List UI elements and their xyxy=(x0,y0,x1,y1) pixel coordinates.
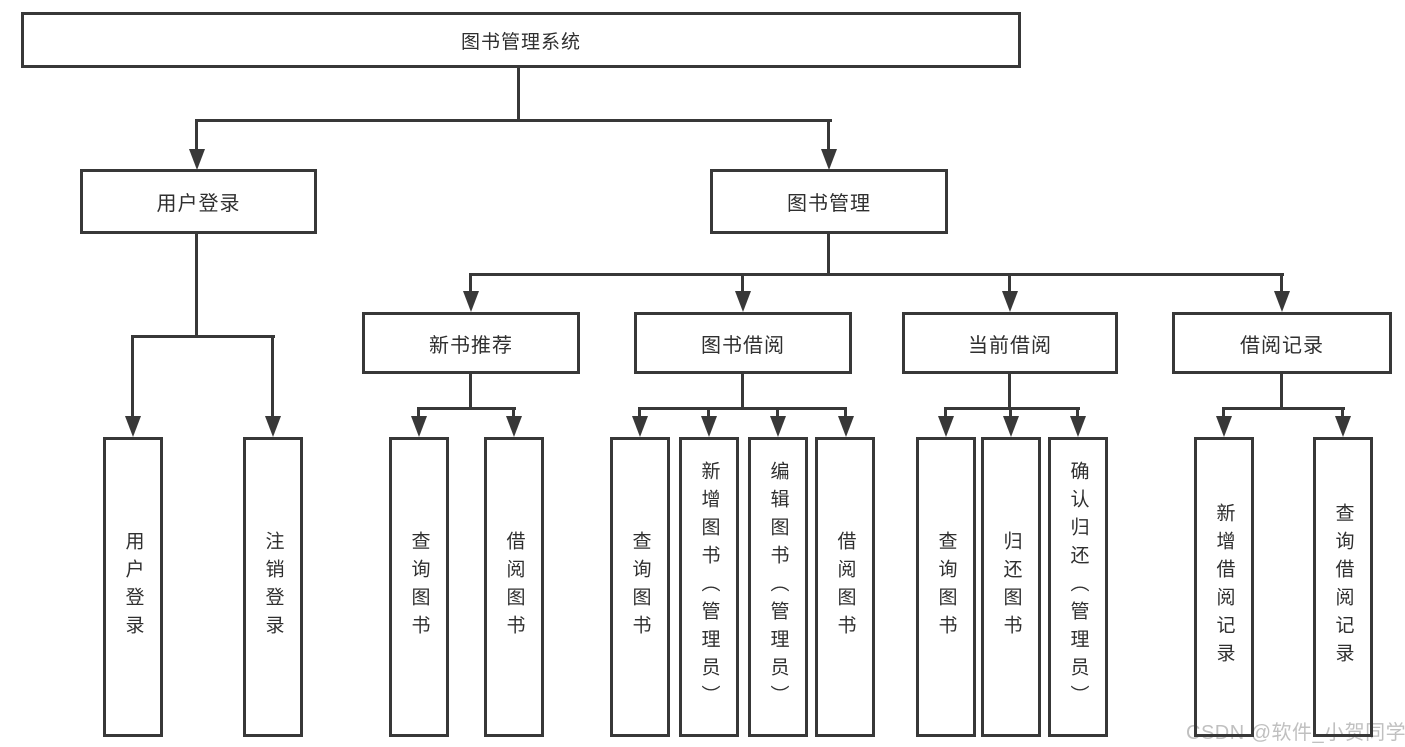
arrow-down-icon xyxy=(1002,291,1018,312)
leaf-label: 用户登录 xyxy=(122,531,144,643)
leaf-logout-login: 注销登录 xyxy=(243,437,303,737)
leaf-label: 查询图书 xyxy=(408,531,430,643)
leaf-confirm-return-admin: 确认归还（管理员） xyxy=(1048,437,1108,737)
leaf-query-books-recommend: 查询图书 xyxy=(389,437,449,737)
connector-line xyxy=(638,407,641,418)
connector-line xyxy=(1222,407,1225,418)
node-label: 图书管理系统 xyxy=(460,31,581,53)
node-label: 当前借阅 xyxy=(968,334,1052,357)
connector-line xyxy=(469,273,472,295)
leaf-label: 借阅图书 xyxy=(503,531,525,643)
arrow-down-icon xyxy=(821,149,837,170)
leaf-query-borrow-record: 查询借阅记录 xyxy=(1313,437,1373,737)
node-label: 图书借阅 xyxy=(701,334,785,357)
node-label: 用户登录 xyxy=(156,193,241,215)
arrow-down-icon xyxy=(938,416,954,437)
node-new-book-recommendation: 新书推荐 xyxy=(362,312,580,374)
leaf-label: 新增借阅记录 xyxy=(1213,503,1235,671)
leaf-label: 查询图书 xyxy=(629,531,651,643)
connector-line xyxy=(638,407,847,410)
leaf-return-books: 归还图书 xyxy=(981,437,1041,737)
node-user-login: 用户登录 xyxy=(80,169,317,234)
leaf-user-login: 用户登录 xyxy=(103,437,163,737)
arrow-down-icon xyxy=(463,291,479,312)
connector-line xyxy=(517,68,520,121)
arrow-down-icon xyxy=(411,416,427,437)
arrow-down-icon xyxy=(506,416,522,437)
connector-line xyxy=(1280,273,1283,295)
node-book-borrowing: 图书借阅 xyxy=(634,312,852,374)
connector-line xyxy=(1222,407,1345,410)
leaf-label: 归还图书 xyxy=(1000,531,1022,643)
arrow-down-icon xyxy=(125,416,141,437)
arrow-down-icon xyxy=(265,416,281,437)
arrow-down-icon xyxy=(632,416,648,437)
watermark: CSDN @软件_小贺同学 xyxy=(1186,722,1405,744)
node-library-management-system: 图书管理系统 xyxy=(21,12,1021,68)
arrow-down-icon xyxy=(770,416,786,437)
connector-line xyxy=(741,374,744,408)
connector-line xyxy=(741,273,744,295)
node-label: 新书推荐 xyxy=(429,334,513,357)
connector-line xyxy=(1009,407,1012,418)
leaf-label: 查询借阅记录 xyxy=(1332,503,1354,671)
connector-line xyxy=(469,374,472,408)
connector-line xyxy=(131,335,134,417)
connector-line xyxy=(776,407,779,418)
arrow-down-icon xyxy=(1216,416,1232,437)
connector-line xyxy=(195,119,832,122)
connector-line xyxy=(417,407,516,410)
leaf-label: 借阅图书 xyxy=(834,531,856,643)
connector-line xyxy=(195,234,198,337)
arrow-down-icon xyxy=(1070,416,1086,437)
leaf-edit-books-admin: 编辑图书（管理员） xyxy=(748,437,808,737)
connector-line xyxy=(195,119,198,152)
leaf-borrow-books-recommend: 借阅图书 xyxy=(484,437,544,737)
leaf-borrow-books-borrowing: 借阅图书 xyxy=(815,437,875,737)
connector-line xyxy=(944,407,947,418)
leaf-add-books-admin: 新增图书（管理员） xyxy=(679,437,739,737)
node-label: 图书管理 xyxy=(787,193,871,215)
arrow-down-icon xyxy=(1003,416,1019,437)
connector-line xyxy=(131,335,275,338)
connector-line xyxy=(827,119,830,152)
connector-line xyxy=(707,407,710,418)
connector-line xyxy=(844,407,847,418)
connector-line xyxy=(271,335,274,417)
connector-line xyxy=(469,273,1284,276)
connector-line xyxy=(1280,374,1283,408)
arrow-down-icon xyxy=(838,416,854,437)
arrow-down-icon xyxy=(735,291,751,312)
leaf-label: 确认归还（管理员） xyxy=(1067,461,1089,713)
connector-line xyxy=(417,407,420,418)
connector-line xyxy=(1341,407,1344,418)
arrow-down-icon xyxy=(189,149,205,170)
arrow-down-icon xyxy=(1335,416,1351,437)
leaf-add-borrow-record: 新增借阅记录 xyxy=(1194,437,1254,737)
connector-line xyxy=(827,234,830,275)
node-book-management: 图书管理 xyxy=(710,169,948,234)
node-borrowing-records: 借阅记录 xyxy=(1172,312,1392,374)
leaf-query-books-current: 查询图书 xyxy=(916,437,976,737)
leaf-label: 查询图书 xyxy=(935,531,957,643)
leaf-label: 编辑图书（管理员） xyxy=(767,461,789,713)
connector-line xyxy=(1008,273,1011,295)
leaf-label: 注销登录 xyxy=(262,531,284,643)
connector-line xyxy=(1076,407,1079,418)
leaf-label: 新增图书（管理员） xyxy=(698,461,720,713)
node-current-borrowing: 当前借阅 xyxy=(902,312,1118,374)
connector-line xyxy=(512,407,515,418)
arrow-down-icon xyxy=(701,416,717,437)
arrow-down-icon xyxy=(1274,291,1290,312)
node-label: 借阅记录 xyxy=(1240,334,1324,357)
connector-line xyxy=(1008,374,1011,408)
leaf-query-books-borrowing: 查询图书 xyxy=(610,437,670,737)
connector-line xyxy=(944,407,1080,410)
